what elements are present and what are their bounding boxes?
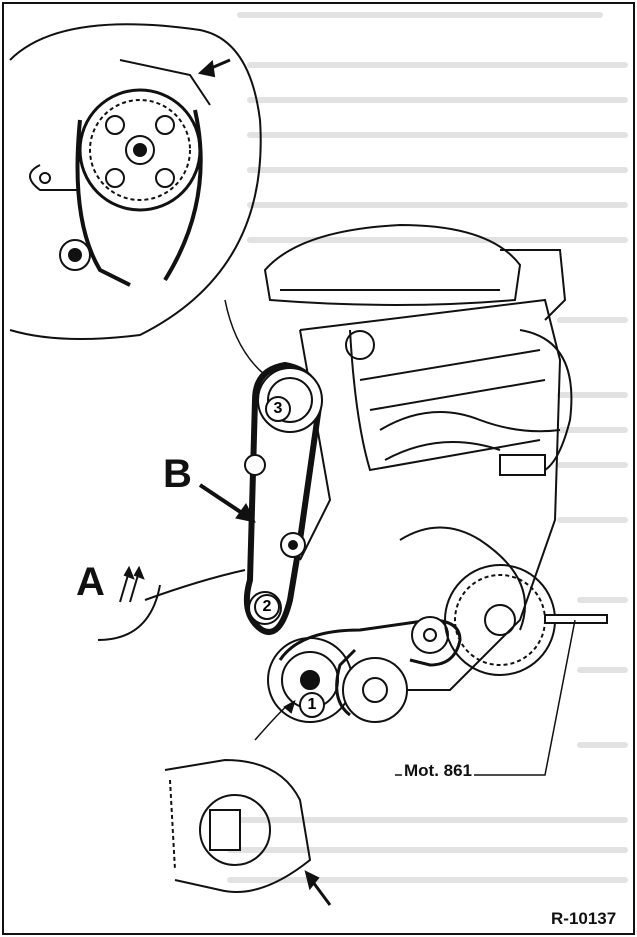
crank-sprocket-detail: [164, 699, 332, 906]
arrow-b: [198, 483, 256, 523]
callout-crankshaft: 1: [299, 692, 325, 718]
camshaft-detail-inset: [9, 23, 262, 340]
alternator-pulley: [342, 616, 449, 723]
flywheel: [444, 564, 556, 676]
accessory-belt: [278, 618, 462, 717]
engine-block: [263, 223, 573, 691]
callout-camshaft: 3: [265, 396, 291, 422]
callout-tensioner: 2: [254, 594, 280, 620]
arrow-a: [97, 565, 246, 641]
label-b: B: [163, 452, 192, 496]
tool-label: Mot. 861: [402, 761, 475, 781]
reference-number: R-10137: [548, 909, 620, 929]
label-a: A: [76, 560, 105, 604]
ghost-text-lines: [227, 12, 628, 883]
